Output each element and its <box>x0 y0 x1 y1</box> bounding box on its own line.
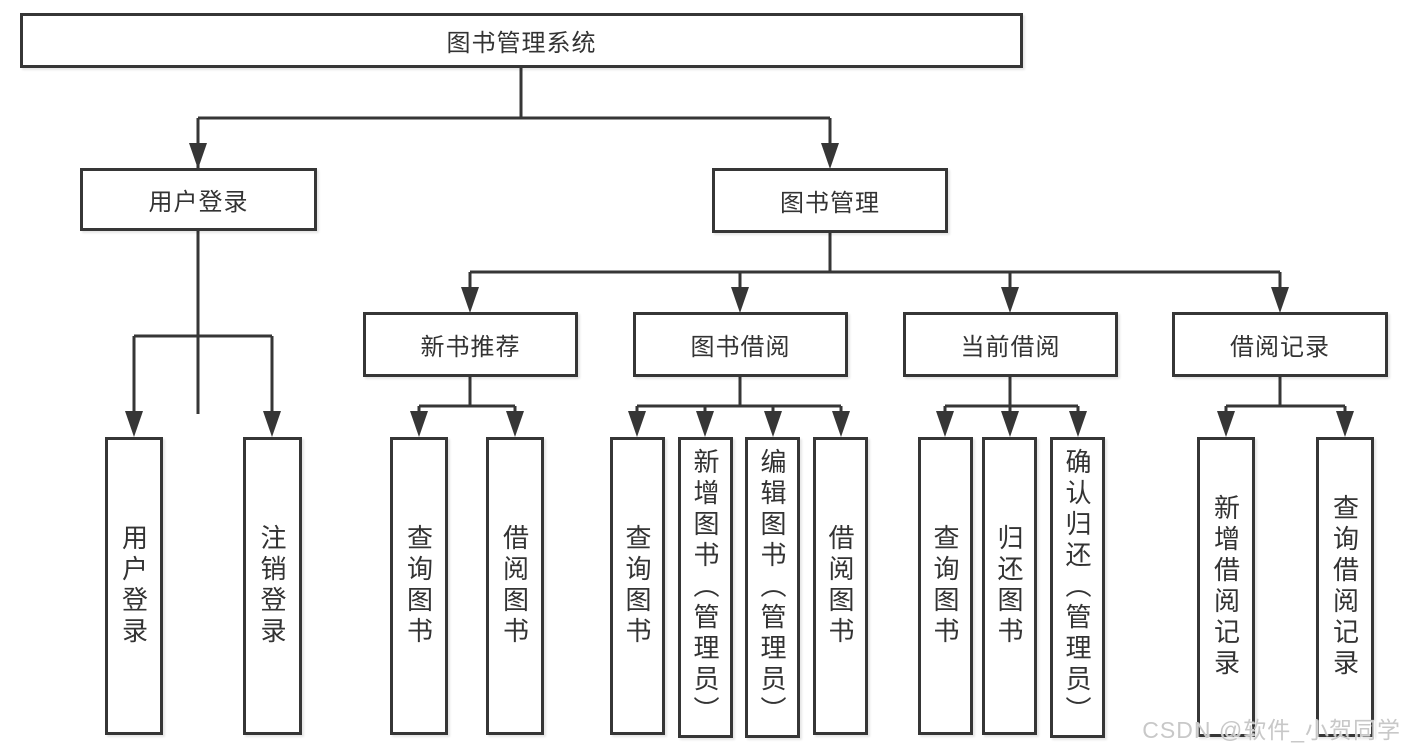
leaf-current-query-books: 查询图书 <box>918 437 973 735</box>
edges-user-login-subtree <box>132 231 274 413</box>
leaf-recommend-borrow-books: 借阅图书 <box>486 437 544 735</box>
node-user-login: 用户登录 <box>80 168 317 231</box>
edge-line <box>468 233 1282 290</box>
leaf-user-login: 用户登录 <box>105 437 163 735</box>
leaf-borrowing-edit-books-admin: 编辑图书（管理员） <box>745 437 800 738</box>
watermark: CSDN @软件_小贺同学 <box>1142 717 1401 743</box>
edge-line <box>943 377 1080 414</box>
leaf-label: 借阅图书 <box>825 524 855 648</box>
leaf-label: 查询图书 <box>930 524 960 648</box>
arrowhead <box>764 411 782 437</box>
leaf-label: 编辑图书（管理员） <box>757 448 787 727</box>
node-label: 图书借阅 <box>690 334 791 361</box>
edges-book-borrowing-subtree <box>635 377 843 414</box>
edge-arrowheads <box>125 143 1354 437</box>
node-label: 借阅记录 <box>1230 334 1330 361</box>
leaf-borrowing-query-books: 查询图书 <box>610 437 665 735</box>
edges-book-management-to-level3 <box>468 233 1282 290</box>
arrowhead <box>832 411 850 437</box>
leaf-borrowing-borrow-books: 借阅图书 <box>813 437 868 735</box>
leaf-records-add-record: 新增借阅记录 <box>1197 437 1255 737</box>
node-book-management: 图书管理 <box>712 168 948 233</box>
edge-line <box>132 231 274 413</box>
leaf-recommend-query-books: 查询图书 <box>390 437 448 735</box>
leaf-current-return-books: 归还图书 <box>982 437 1037 735</box>
edge-line <box>196 68 832 414</box>
node-label: 图书管理 <box>780 190 880 217</box>
leaf-label: 新增借阅记录 <box>1210 494 1241 680</box>
arrowhead <box>410 411 428 437</box>
arrowhead <box>125 411 143 437</box>
arrowhead <box>936 411 954 437</box>
node-label: 当前借阅 <box>960 334 1061 361</box>
edges-borrowing-records-subtree <box>1224 377 1347 414</box>
arrowhead <box>628 411 646 437</box>
edges-current-borrowing-subtree <box>943 377 1080 414</box>
leaf-label: 确认归还（管理员） <box>1062 448 1092 727</box>
leaf-label: 借阅图书 <box>499 524 530 648</box>
leaf-borrowing-add-books-admin: 新增图书（管理员） <box>678 437 733 738</box>
arrowhead <box>189 143 207 169</box>
edges-root-to-level2 <box>196 68 832 414</box>
leaf-label: 查询图书 <box>403 524 434 648</box>
node-current-borrowing: 当前借阅 <box>903 312 1118 377</box>
edge-line <box>635 377 843 414</box>
leaf-label: 新增图书（管理员） <box>690 448 720 727</box>
arrowhead <box>1001 411 1019 437</box>
node-label: 图书管理系统 <box>446 30 597 57</box>
edge-line <box>1224 377 1347 414</box>
node-borrowing-records: 借阅记录 <box>1172 312 1388 377</box>
arrowhead <box>506 411 524 437</box>
leaf-current-confirm-return-admin: 确认归还（管理员） <box>1050 437 1105 738</box>
edges-new-book-recommend-subtree <box>417 377 517 414</box>
arrowhead <box>263 411 281 437</box>
node-book-borrowing: 图书借阅 <box>633 312 848 377</box>
arrowhead <box>1001 287 1019 313</box>
leaf-label: 注销登录 <box>257 524 287 648</box>
arrowhead <box>696 411 714 437</box>
leaf-label: 用户登录 <box>118 524 149 648</box>
leaf-logout: 注销登录 <box>243 437 302 735</box>
node-new-book-recommend: 新书推荐 <box>363 312 578 377</box>
arrowhead <box>1271 287 1289 313</box>
arrowhead <box>731 287 749 313</box>
arrowhead <box>821 143 839 169</box>
leaf-label: 查询借阅记录 <box>1329 494 1360 680</box>
node-label: 新书推荐 <box>420 334 521 361</box>
leaf-records-query-record: 查询借阅记录 <box>1316 437 1374 737</box>
node-label: 用户登录 <box>148 189 249 216</box>
leaf-label: 查询图书 <box>622 524 652 648</box>
node-root-system: 图书管理系统 <box>20 13 1023 68</box>
arrowhead <box>1217 411 1235 437</box>
edge-line <box>417 377 517 414</box>
arrowhead <box>461 287 479 313</box>
arrowhead <box>1069 411 1087 437</box>
leaf-label: 归还图书 <box>994 524 1024 648</box>
arrowhead <box>1336 411 1354 437</box>
